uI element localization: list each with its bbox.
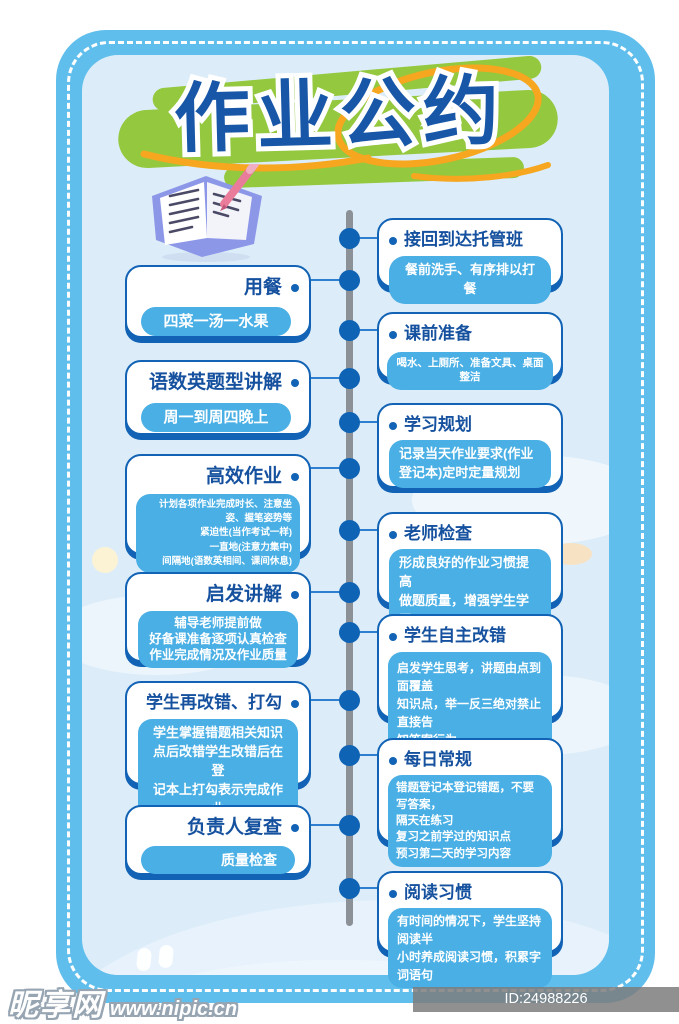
- card-detail: 喝水、上厕所、准备文具、桌面整洁: [387, 352, 553, 390]
- timeline-dot: [339, 878, 360, 899]
- card-title: 学习规划: [404, 415, 472, 434]
- card-detail: 记录当天作业要求(作业 登记本)定时定量规划: [389, 440, 551, 489]
- timeline-dot: [339, 270, 360, 291]
- card-self-correct: 学生自主改错 启发学生思考，讲题由点到面覆盖 知识点，举一反三绝对禁止直接告 知…: [377, 614, 563, 757]
- connector: [309, 377, 349, 379]
- timeline-dot: [339, 815, 360, 836]
- bullet-dot: [291, 379, 299, 387]
- connector: [309, 699, 349, 701]
- page-title-text: 作业公约: [172, 68, 508, 163]
- card-detail: 四菜一汤一水果: [141, 306, 291, 337]
- connector: [349, 631, 379, 633]
- timeline-dot: [339, 458, 360, 479]
- timeline-dot: [339, 520, 360, 541]
- card-meal: 用餐 四菜一汤一水果: [125, 265, 311, 338]
- card-title: 启发讲解: [205, 584, 282, 605]
- card-detail: 计划各项作业完成时长、注意坐姿、握笔姿势等 紧迫性(当作考试一样) 一直地(注意…: [136, 493, 300, 574]
- watermark-site-url: www.nipic.cn: [110, 998, 238, 1020]
- connector: [349, 329, 379, 331]
- connector: [349, 529, 379, 531]
- connector: [349, 887, 379, 889]
- card-teacher-check: 老师检查 形成良好的作业习惯提高 做题质量，增强学生学习 信心: [377, 512, 563, 654]
- timeline-dot: [339, 228, 360, 249]
- bullet-dot: [389, 633, 397, 641]
- card-pre-class: 课前准备 喝水、上厕所、准备文具、桌面整洁: [377, 312, 563, 390]
- bullet-dot: [291, 591, 299, 599]
- card-reading-habit: 阅读习惯 有时间的情况下，学生坚持阅读半 小时养成阅读习惯，积累字词语句: [377, 871, 563, 989]
- timeline-dot: [339, 368, 360, 389]
- watermark-id-bar: ID:24988226 NO:20260330142722698108: [413, 987, 679, 1024]
- card-subject-explain: 语数英题型讲解 周一到周四晚上: [125, 360, 311, 435]
- watermark-site: 昵享网 www.nipic.cn: [8, 980, 237, 1024]
- card-efficient-homework: 高效作业 计划各项作业完成时长、注意坐姿、握笔姿势等 紧迫性(当作考试一样) 一…: [125, 454, 311, 574]
- bullet-dot: [389, 237, 397, 245]
- connector: [309, 467, 349, 469]
- card-title: 学生再改错、打勾: [146, 693, 282, 712]
- bullet-dot: [389, 331, 397, 339]
- card-detail: 周一到周四晚上: [141, 402, 291, 433]
- card-detail: 错题登记本登记错题，不要写答案， 隔天在练习 复习之前学过的知识点 预习第二天的…: [388, 775, 552, 868]
- connector: [349, 237, 379, 239]
- card-title: 学生自主改错: [404, 626, 506, 645]
- timeline-dot: [339, 690, 360, 711]
- timeline-line: [346, 210, 353, 926]
- card-arrive-center: 接回到达托管班 餐前洗手、有序排以打餐: [377, 218, 563, 305]
- card-title: 语数英题型讲解: [148, 372, 282, 393]
- card-title: 接回到达托管班: [404, 230, 523, 249]
- notebook-icon: [152, 164, 262, 262]
- title-brush-art: [118, 56, 558, 188]
- bullet-dot: [389, 890, 397, 898]
- connector: [309, 824, 349, 826]
- bullet-dot: [389, 422, 397, 430]
- connector: [309, 591, 349, 593]
- bullet-dot: [291, 284, 299, 292]
- card-title: 老师检查: [404, 524, 472, 543]
- bullet-dot: [389, 531, 397, 539]
- card-title: 负责人复查: [186, 817, 282, 838]
- card-leader-recheck: 负责人复查 质量检查: [125, 805, 311, 875]
- timeline-dot: [339, 412, 360, 433]
- card-title: 阅读习惯: [404, 883, 472, 902]
- bullet-dot: [389, 757, 397, 765]
- card-title: 每日常规: [404, 750, 472, 769]
- timeline-dot: [339, 622, 360, 643]
- card-daily-routine: 每日常规 错题登记本登记错题，不要写答案， 隔天在练习 复习之前学过的知识点 预…: [377, 738, 563, 868]
- card-title: 用餐: [243, 277, 282, 298]
- card-detail: 餐前洗手、有序排以打餐: [389, 256, 551, 305]
- bullet-dot: [291, 700, 299, 708]
- card-student-recorrect: 学生再改错、打勾 学生掌握错题相关知识 点后改错学生改错后在登 记本上打勾表示完…: [125, 681, 311, 824]
- connector: [349, 754, 379, 756]
- card-detail: 辅导老师提前做 好备课准备逐项认真检查 作业完成情况及作业质量: [138, 610, 298, 668]
- card-detail: 有时间的情况下，学生坚持阅读半 小时养成阅读习惯，积累字词语句: [388, 908, 552, 989]
- card-inspire-explain: 启发讲解 辅导老师提前做 好备课准备逐项认真检查 作业完成情况及作业质量: [125, 572, 311, 668]
- sparkle: [92, 547, 118, 573]
- timeline-dot: [339, 745, 360, 766]
- card-title: 课前准备: [404, 324, 472, 343]
- bullet-dot: [291, 473, 299, 481]
- page-title: 作业公约 作业公约: [139, 64, 541, 168]
- bullet-dot: [291, 824, 299, 832]
- card-study-plan: 学习规划 记录当天作业要求(作业 登记本)定时定量规划: [377, 403, 563, 489]
- connector: [309, 279, 349, 281]
- timeline-dot: [339, 582, 360, 603]
- watermark-site-name: 昵享网: [8, 989, 104, 1022]
- card-detail: 质量检查: [141, 845, 295, 874]
- card-title: 高效作业: [205, 466, 282, 487]
- dashed-border: [67, 41, 644, 992]
- timeline-dot: [339, 320, 360, 341]
- connector: [349, 421, 379, 423]
